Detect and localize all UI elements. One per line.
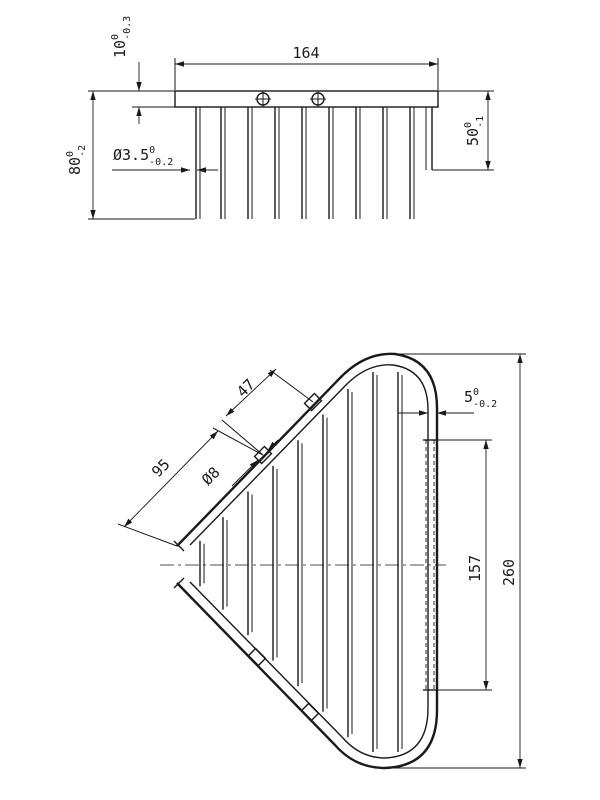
- dim-47-line: [225, 368, 277, 417]
- screw-hole-right: [310, 91, 326, 107]
- dim-5-label: 50-0.2: [464, 387, 497, 410]
- dim-164-label: 164: [292, 44, 319, 62]
- mounting-plate: [174, 90, 439, 108]
- dim-47-label: 47: [233, 375, 259, 401]
- basket-inner-rim: [189, 364, 429, 759]
- dim-260-label: 260: [500, 559, 518, 586]
- plan-view: 260 157 50-0.2 95 47 Ø8: [117, 352, 526, 770]
- svg-text:Ø8: Ø8: [198, 463, 224, 489]
- dim-157-label: 157: [466, 555, 484, 582]
- screw-hole-left: [255, 91, 271, 107]
- plan-rods: [199, 372, 403, 752]
- svg-text:157: 157: [466, 555, 484, 582]
- svg-text:100-0.3: 100-0.3: [110, 16, 133, 58]
- basket-outer-rim: [176, 352, 439, 770]
- dim-95-line: [123, 430, 219, 528]
- elevation-view: 164 100-0.3 800-2 500-1 Ø3.50-0.2: [65, 16, 494, 220]
- svg-text:95: 95: [148, 455, 174, 481]
- svg-text:500-1: 500-1: [463, 116, 486, 146]
- dim-10-label: 100-0.3: [110, 16, 133, 58]
- dim-95-label: 95: [148, 455, 174, 481]
- dim-8-leader: [231, 459, 259, 487]
- dim-8-label: Ø8: [198, 463, 224, 489]
- clamp-fittings: [173, 392, 323, 722]
- svg-text:47: 47: [233, 375, 259, 401]
- dim-50-label: 500-1: [463, 116, 486, 146]
- dim-rod-label: Ø3.50-0.2: [113, 145, 173, 168]
- svg-text:260: 260: [500, 559, 518, 586]
- basket-rods: [195, 107, 415, 219]
- svg-text:800-2: 800-2: [65, 145, 88, 175]
- dim-80-label: 800-2: [65, 145, 88, 175]
